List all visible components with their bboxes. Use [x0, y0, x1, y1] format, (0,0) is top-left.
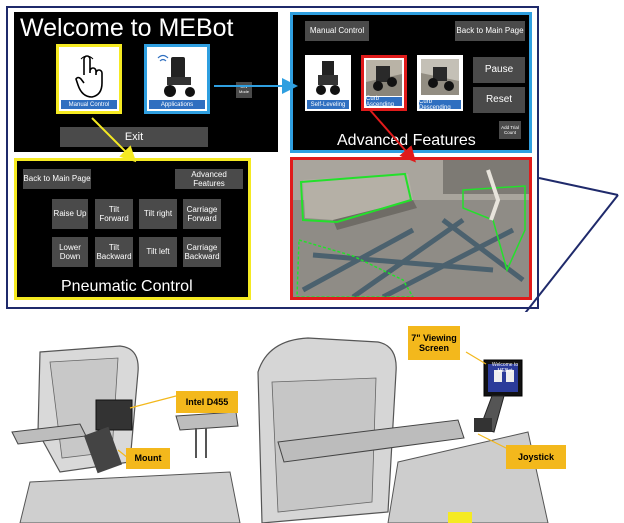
tilt-left-button[interactable]: Tilt left	[139, 237, 177, 267]
add-trial-count-button[interactable]: Add Trial Count	[499, 121, 521, 139]
camera-scene-image	[293, 160, 529, 297]
pneumatic-panel: Back to Main Page Advanced Features Rais…	[14, 158, 251, 300]
pneumatic-title: Pneumatic Control	[61, 278, 193, 295]
tilt-forward-button[interactable]: Tilt Forward	[95, 199, 133, 229]
adv-manual-control-button[interactable]: Manual Control	[305, 21, 369, 41]
curb-descending-image	[421, 59, 459, 95]
tilt-right-button[interactable]: Tilt right	[139, 199, 177, 229]
advanced-panel: Manual Control Back to Main Page Self-Le…	[290, 12, 532, 153]
arrow-manual-to-pneumatic	[91, 117, 137, 163]
mount-callout: Mount	[126, 448, 170, 469]
manual-control-label: Manual Control	[61, 100, 117, 109]
viewing-screen-callout: 7" Viewing Screen	[408, 326, 460, 360]
curb-ascending-tile[interactable]: Curb Ascending	[361, 55, 407, 111]
self-leveling-tile[interactable]: Self-Leveling	[305, 55, 351, 111]
joystick-callout: Joystick	[506, 445, 566, 469]
wheelchair-left-render	[0, 312, 250, 523]
advanced-features-button[interactable]: Advanced Features	[175, 169, 243, 189]
exit-button[interactable]: Exit	[60, 127, 208, 147]
raise-up-button[interactable]: Raise Up	[52, 199, 88, 229]
depth-camera-view	[290, 157, 532, 300]
manual-control-tile[interactable]: Manual Control	[56, 44, 122, 114]
curb-descending-label: Curb Descending	[419, 99, 461, 111]
reset-button[interactable]: Reset	[473, 87, 525, 113]
curb-descending-tile[interactable]: Curb Descending	[417, 55, 463, 111]
intel-d455-callout: Intel D455	[176, 391, 238, 413]
carriage-backward-button[interactable]: Carriage Backward	[183, 237, 221, 267]
tilt-backward-button[interactable]: Tilt Backward	[95, 237, 133, 267]
welcome-title: Welcome to MEBot	[20, 14, 234, 42]
adv-back-to-main-button[interactable]: Back to Main Page	[455, 21, 525, 41]
pause-button[interactable]: Pause	[473, 57, 525, 83]
advanced-title: Advanced Features	[337, 132, 476, 149]
wheelchair-icon	[157, 54, 195, 97]
arrow-curb-to-camera	[369, 109, 416, 163]
carriage-forward-button[interactable]: Carriage Forward	[183, 199, 221, 229]
robot-icon	[316, 61, 340, 95]
hand-touch-icon	[75, 55, 103, 98]
welcome-panel: Welcome to MEBot Manual Control Applicat…	[14, 12, 278, 152]
lower-down-button[interactable]: Lower Down	[52, 237, 88, 267]
curb-ascending-label: Curb Ascending	[366, 96, 402, 108]
curb-ascending-image	[366, 60, 402, 96]
self-leveling-label: Self-Leveling	[307, 100, 349, 109]
mini-screen-title: Welcome to MEBot	[491, 362, 519, 374]
leader-line-screen	[538, 177, 619, 196]
applications-tile[interactable]: Applications	[144, 44, 210, 114]
back-to-main-button[interactable]: Back to Main Page	[23, 169, 91, 189]
applications-label: Applications	[149, 100, 205, 109]
